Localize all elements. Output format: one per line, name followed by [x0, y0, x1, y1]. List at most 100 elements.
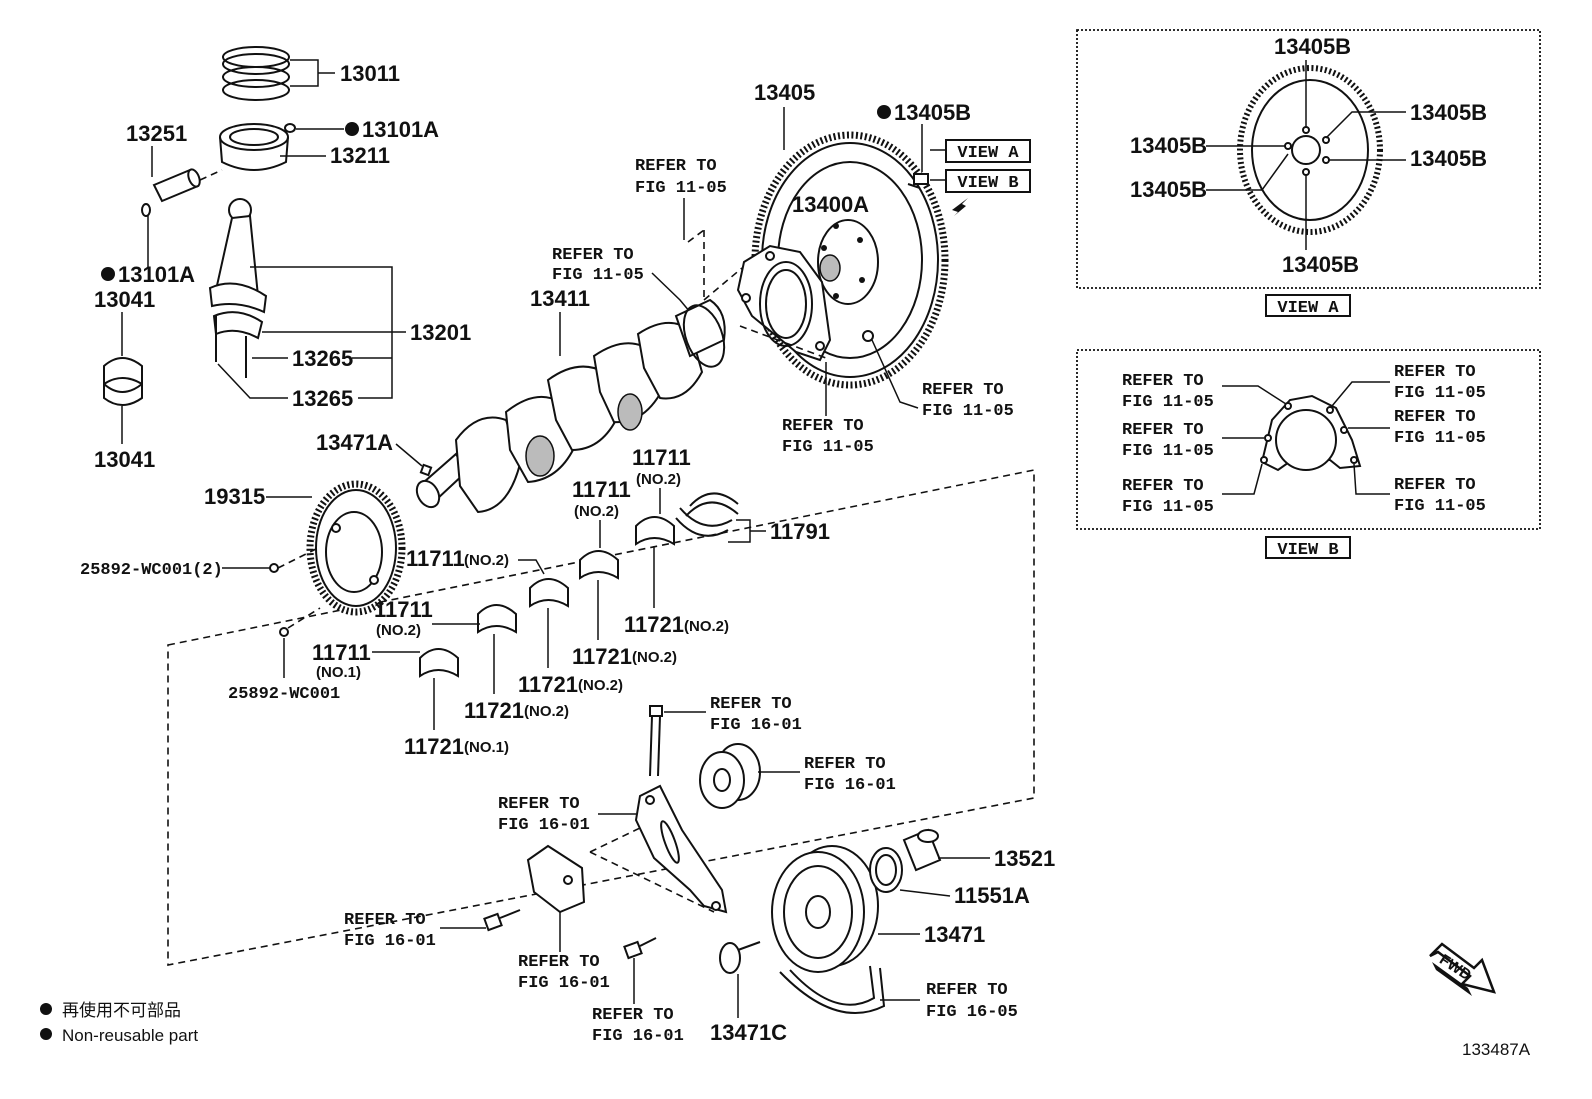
main-bearing-upper	[419, 516, 675, 678]
ref-fig-11-05-a: REFER TO FIG 11-05	[635, 157, 727, 198]
svg-text:REFER TO: REFER TO	[1122, 477, 1204, 496]
ref-fig-16-01-d: REFER TO FIG 16-01	[518, 953, 610, 993]
svg-text:REFER TO: REFER TO	[1394, 476, 1476, 495]
part-13265-a: 13265	[292, 346, 353, 371]
svg-text:FIG 16-01: FIG 16-01	[498, 816, 590, 835]
part-13211: 13211	[330, 143, 390, 168]
svg-text:REFER TO: REFER TO	[782, 417, 864, 436]
part-11721-no2-d: 11721	[464, 698, 524, 723]
ref-fig-16-01-a: REFER TO FIG 16-01	[710, 695, 802, 735]
svg-text:FIG 11-05: FIG 11-05	[1394, 429, 1486, 448]
part-13405: 13405	[754, 80, 815, 105]
ref-fig-16-01-f: REFER TO FIG 16-01	[592, 1006, 684, 1046]
connecting-rod	[208, 198, 268, 340]
part-11551A: 11551A	[954, 883, 1030, 908]
legend-marker-icon	[40, 1003, 52, 1015]
part-25892-WC001-2: 25892-WC001(2)	[80, 561, 223, 580]
rear-oil-seal-retainer	[736, 244, 832, 362]
idler-bracket	[634, 784, 728, 914]
view-a-callout-right: 13405B	[1410, 146, 1487, 171]
view-a-callout-bottom: 13405B	[1282, 252, 1359, 277]
piston-rings	[222, 46, 290, 101]
svg-text:(NO.2): (NO.2)	[684, 618, 729, 635]
part-13041-bottom: 13041	[94, 447, 155, 472]
svg-text:(NO.2): (NO.2)	[578, 677, 623, 694]
piston-pin	[152, 168, 201, 203]
svg-text:FIG 11-05: FIG 11-05	[1122, 393, 1214, 412]
part-11721-no2-c: 11721	[518, 672, 578, 697]
svg-text:REFER TO: REFER TO	[710, 695, 792, 714]
ref-fig-11-05-d: REFER TO FIG 11-05	[922, 381, 1014, 421]
svg-text:FIG 11-05: FIG 11-05	[1394, 497, 1486, 516]
legend-line-en: Non-reusable part	[62, 1026, 198, 1045]
part-13411: 13411	[530, 286, 590, 311]
svg-text:REFER TO: REFER TO	[498, 795, 580, 814]
snap-ring-left	[141, 203, 151, 217]
svg-text:FIG 11-05: FIG 11-05	[1122, 442, 1214, 461]
front-oil-seal	[869, 847, 903, 893]
crank-key	[419, 463, 433, 477]
svg-text:REFER TO: REFER TO	[1394, 363, 1476, 382]
part-13400A: 13400A	[792, 192, 869, 217]
long-bolt	[649, 705, 663, 777]
svg-text:(NO.2): (NO.2)	[464, 552, 509, 569]
ref-fig-11-05-c: REFER TO FIG 11-05	[782, 417, 874, 457]
part-25892-WC001: 25892-WC001	[228, 685, 340, 704]
view-a-callout-left-bottom: 13405B	[1130, 177, 1207, 202]
flywheel-bolt	[907, 173, 929, 189]
rotor-screw	[269, 563, 279, 573]
part-11711-no2-b: 11711	[572, 477, 631, 502]
svg-text:REFER TO: REFER TO	[922, 381, 1004, 400]
view-b-ref-right-1: REFER TO FIG 11-05	[1394, 363, 1486, 403]
view-b-retainer	[1260, 394, 1362, 472]
svg-text:FIG 16-01: FIG 16-01	[710, 716, 802, 735]
piston	[219, 123, 289, 171]
crank-sleeve	[902, 828, 942, 872]
part-11791: 11791	[770, 519, 830, 544]
part-13201: 13201	[410, 320, 471, 345]
part-13471C: 13471C	[710, 1020, 787, 1045]
non-reusable-marker	[101, 267, 115, 281]
part-13011: 13011	[340, 61, 400, 86]
svg-text:FIG 11-05: FIG 11-05	[922, 402, 1014, 421]
view-a-callout-right-top: 13405B	[1410, 100, 1487, 125]
svg-text:VIEW A: VIEW A	[957, 144, 1019, 163]
crankshaft	[415, 298, 726, 514]
view-b-ref-right-2: REFER TO FIG 11-05	[1394, 408, 1486, 448]
view-b-panel	[1076, 349, 1541, 530]
svg-text:FIG 16-05: FIG 16-05	[926, 1003, 1018, 1022]
view-b-ref-left-1: REFER TO FIG 11-05	[1122, 372, 1214, 412]
svg-text:(NO.1): (NO.1)	[316, 664, 361, 681]
svg-text:VIEW B: VIEW B	[1277, 541, 1338, 560]
svg-text:REFER TO: REFER TO	[592, 1006, 674, 1025]
svg-text:(NO.2): (NO.2)	[636, 471, 681, 488]
assembly-envelope	[167, 469, 1035, 966]
rotor-screw	[279, 627, 289, 637]
svg-text:REFER TO: REFER TO	[1394, 408, 1476, 427]
svg-text:FIG 11-05: FIG 11-05	[1394, 384, 1486, 403]
svg-text:REFER TO: REFER TO	[804, 755, 886, 774]
part-11711-no2-d: 11711	[374, 597, 433, 622]
fwd-arrow-icon: FWD	[1429, 942, 1497, 996]
svg-text:FIG 11-05: FIG 11-05	[782, 438, 874, 457]
view-a-flywheel	[1237, 65, 1383, 235]
part-11721-no2-a: 11721	[624, 612, 684, 637]
snap-ring-top	[284, 123, 296, 133]
view-b-ref-left-2: REFER TO FIG 11-05	[1122, 421, 1214, 461]
rod-bearing	[103, 357, 143, 406]
svg-text:VIEW B: VIEW B	[957, 174, 1018, 193]
view-a-callout-top: 13405B	[1274, 34, 1351, 59]
svg-text:REFER TO: REFER TO	[344, 911, 426, 930]
rod-bolts	[215, 316, 247, 378]
part-11711-no1: 11711	[312, 640, 371, 665]
svg-text:(NO.2): (NO.2)	[632, 649, 677, 666]
part-13041-top: 13041	[94, 287, 155, 312]
part-13405B: 13405B	[894, 100, 971, 125]
view-b-tag: VIEW B	[945, 169, 1031, 193]
svg-text:FIG 11-05: FIG 11-05	[635, 179, 727, 198]
non-reusable-marker	[345, 122, 359, 136]
crankshaft-pulley	[771, 845, 879, 973]
part-13471A: 13471A	[316, 430, 393, 455]
bracket-bolt-left	[483, 909, 521, 932]
small-bracket	[526, 844, 586, 914]
